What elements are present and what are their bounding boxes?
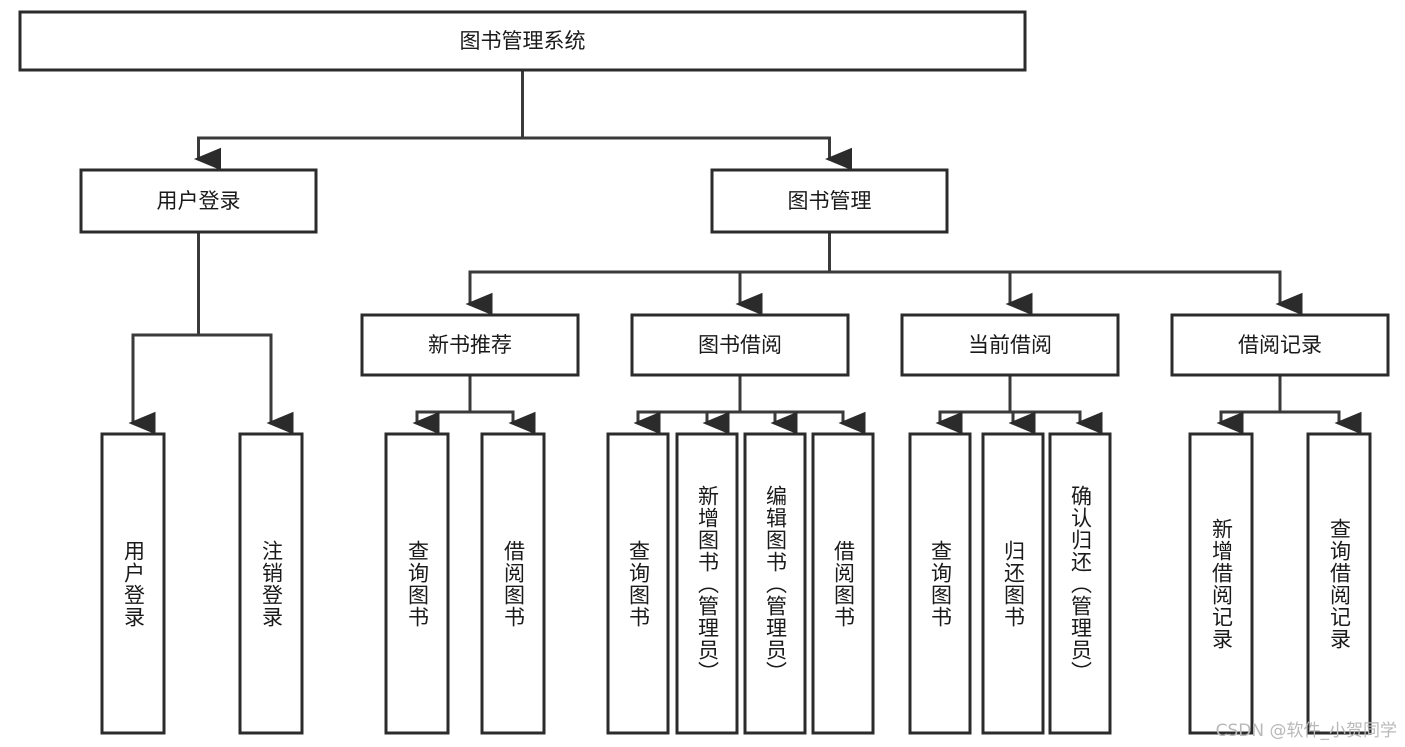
node-box-leaf-add-book[interactable] xyxy=(675,432,739,735)
node-box-current-borrow[interactable] xyxy=(900,313,1120,377)
node-box-book-borrow[interactable] xyxy=(630,313,850,377)
node-label-book-manage: 图书管理 xyxy=(788,189,872,213)
node-box-leaf-confirm-return[interactable] xyxy=(1048,432,1112,735)
node-label-borrow-record: 借阅记录 xyxy=(1238,333,1322,357)
node-label-new-book-rec: 新书推荐 xyxy=(428,333,512,357)
node-box-leaf-borrow-book-2[interactable] xyxy=(811,432,875,735)
node-box-user-login[interactable] xyxy=(79,168,318,234)
node-box-leaf-user-login[interactable] xyxy=(100,432,166,735)
connector-lines xyxy=(128,68,1362,435)
node-box-leaf-query-book-2[interactable] xyxy=(606,432,670,735)
node-label-root: 图书管理系统 xyxy=(460,29,586,53)
node-box-leaf-query-record[interactable] xyxy=(1306,432,1372,735)
node-box-leaf-logout[interactable] xyxy=(238,432,304,735)
node-label-user-login: 用户登录 xyxy=(157,189,241,213)
node-box-leaf-edit-book[interactable] xyxy=(743,432,807,735)
node-box-borrow-record[interactable] xyxy=(1170,313,1390,377)
node-box-leaf-query-book-1[interactable] xyxy=(384,432,450,735)
node-box-book-manage[interactable] xyxy=(710,168,949,234)
node-box-new-book-rec[interactable] xyxy=(360,313,580,377)
node-box-leaf-return-book[interactable] xyxy=(981,432,1045,735)
node-box-leaf-borrow-book-1[interactable] xyxy=(480,432,546,735)
node-box-leaf-add-record[interactable] xyxy=(1188,432,1254,735)
node-boxes xyxy=(18,10,1390,735)
node-label-current-borrow: 当前借阅 xyxy=(968,333,1052,357)
node-label-book-borrow: 图书借阅 xyxy=(698,333,782,357)
watermark-text: CSDN @软件_小贺同学 xyxy=(1215,721,1397,741)
node-box-root[interactable] xyxy=(18,10,1027,72)
node-box-leaf-query-book-3[interactable] xyxy=(908,432,972,735)
